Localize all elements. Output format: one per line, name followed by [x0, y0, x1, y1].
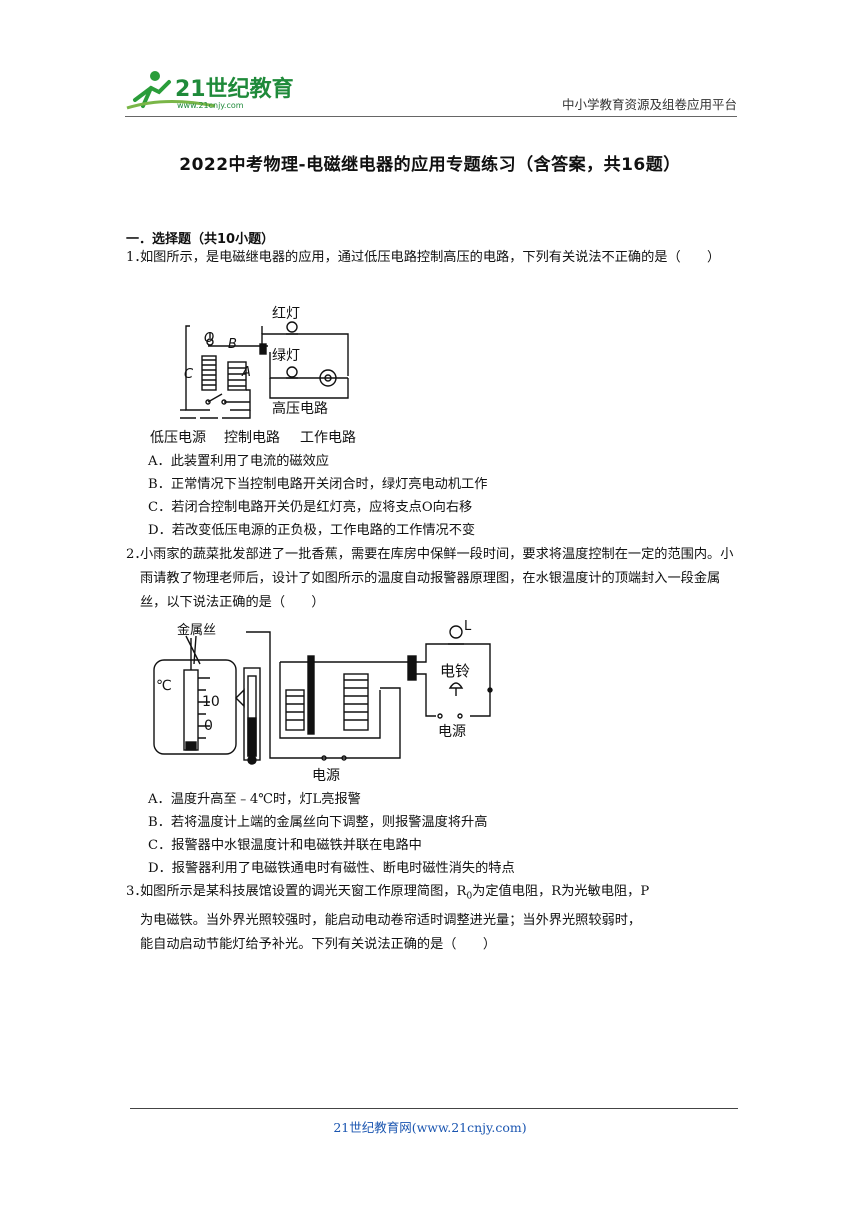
- question-text: 如图所示是某科技展馆设置的调光天窗工作原理简图，R0为定值电阻，R为光敏电阻，P…: [126, 880, 736, 957]
- label-A: A: [241, 365, 251, 380]
- runner-icon: [126, 71, 216, 110]
- label-C: C: [184, 367, 194, 382]
- red-lamp-icon: [286, 321, 298, 335]
- page-footer: 21世纪教育网(www.21cnjy.com): [333, 1120, 527, 1135]
- option-2c: C．报警器中水银温度计和电磁铁并联在电路中: [148, 838, 422, 853]
- question-3: 3． 如图所示是某科技展馆设置的调光天窗工作原理简图，R0为定值电阻，R为光敏电…: [126, 880, 736, 957]
- logo-url: www.21cnjy.com: [177, 101, 244, 110]
- label-zero: 0: [204, 718, 213, 734]
- question-2: 2． 小雨家的蔬菜批发部进了一批香蕉，需要在库房中保鲜一段时间，要求将温度控制在…: [126, 543, 736, 615]
- figure-relay-circuit: 红灯 绿灯 高压电路 O B C A 低压电源 控制电路 工作电路: [150, 306, 356, 446]
- label-high-voltage: 高压电路: [272, 400, 328, 417]
- page-header: 21世纪教育 www.21cnjy.com 中小学教育资源及组卷应用平台: [125, 66, 737, 116]
- site-logo: 21世纪教育 www.21cnjy.com: [126, 71, 294, 110]
- option-2d: D．报警器利用了电磁铁通电时有磁性、断电时磁性消失的特点: [148, 861, 515, 876]
- q3-line1: 如图所示是某科技展馆设置的调光天窗工作原理简图，R: [140, 884, 467, 899]
- label-metal-wire: 金属丝: [177, 622, 216, 638]
- question-1: 1． 如图所示，是电磁继电器的应用，通过低压电路控制高压的电路，下列有关说法不正…: [126, 246, 736, 270]
- bell-icon: [448, 682, 464, 696]
- logo-text: 21世纪教育: [175, 76, 294, 102]
- label-L: L: [464, 619, 472, 634]
- label-work-circuit: 工作电路: [300, 430, 356, 446]
- footer-divider: [130, 1108, 738, 1109]
- option-1c: C．若闭合控制电路开关仍是红灯亮，应将支点O向右移: [148, 500, 473, 515]
- header-divider: [125, 116, 737, 117]
- page-title: 2022中考物理-电磁继电器的应用专题练习（含答案，共16题）: [179, 155, 681, 175]
- q3-line3: 能自动启动节能灯给予补光。下列有关说法正确的是（ ）: [140, 936, 497, 952]
- question-text: 小雨家的蔬菜批发部进了一批香蕉，需要在库房中保鲜一段时间，要求将温度控制在一定的…: [140, 547, 734, 610]
- q3-subscript: 0: [466, 891, 473, 902]
- question-text: 如图所示，是电磁继电器的应用，通过低压电路控制高压的电路，下列有关说法不正确的是…: [140, 250, 721, 265]
- question-number: 2．: [126, 547, 148, 562]
- label-control-circuit: 控制电路: [224, 430, 280, 446]
- label-B: B: [228, 337, 237, 352]
- label-celsius: ℃: [156, 678, 172, 694]
- motor-icon: [319, 369, 337, 387]
- label-power-lower: 电源: [312, 768, 340, 784]
- label-ten: 10: [202, 694, 220, 710]
- label-red-lamp: 红灯: [272, 306, 300, 322]
- question-number: 1．: [126, 250, 148, 265]
- option-2a: A．温度升高至﹣4℃时，灯L亮报警: [148, 792, 361, 807]
- label-low-power: 低压电源: [150, 430, 206, 446]
- platform-name: 中小学教育资源及组卷应用平台: [561, 97, 737, 112]
- figure-temperature-alarm: 金属丝 ℃ 10 0 L 电铃 电源 电源: [153, 619, 493, 784]
- q3-line1-cont: 为定值电阻，R为光敏电阻，P: [472, 884, 650, 899]
- q3-line2: 为电磁铁。当外界光照较强时，能启动电动卷帘适时调整进光量；当外界光照较弱时，: [140, 912, 642, 928]
- option-1a: A．此装置利用了电流的磁效应: [148, 454, 329, 469]
- option-1d: D．若改变低压电源的正负极，工作电路的工作情况不变: [148, 523, 476, 538]
- option-2b: B．若将温度计上端的金属丝向下调整，则报警温度将升高: [148, 815, 488, 830]
- label-bell: 电铃: [440, 662, 470, 680]
- label-power-upper: 电源: [438, 724, 466, 740]
- label-green-lamp: 绿灯: [272, 348, 300, 364]
- section-heading: 一．选择题（共10小题）: [126, 232, 275, 247]
- option-1b: B．正常情况下当控制电路开关闭合时，绿灯亮电动机工作: [148, 477, 488, 492]
- question-number: 3．: [126, 884, 148, 899]
- lamp-L-icon: [448, 625, 464, 645]
- label-O: O: [204, 331, 214, 346]
- green-lamp-icon: [286, 366, 298, 379]
